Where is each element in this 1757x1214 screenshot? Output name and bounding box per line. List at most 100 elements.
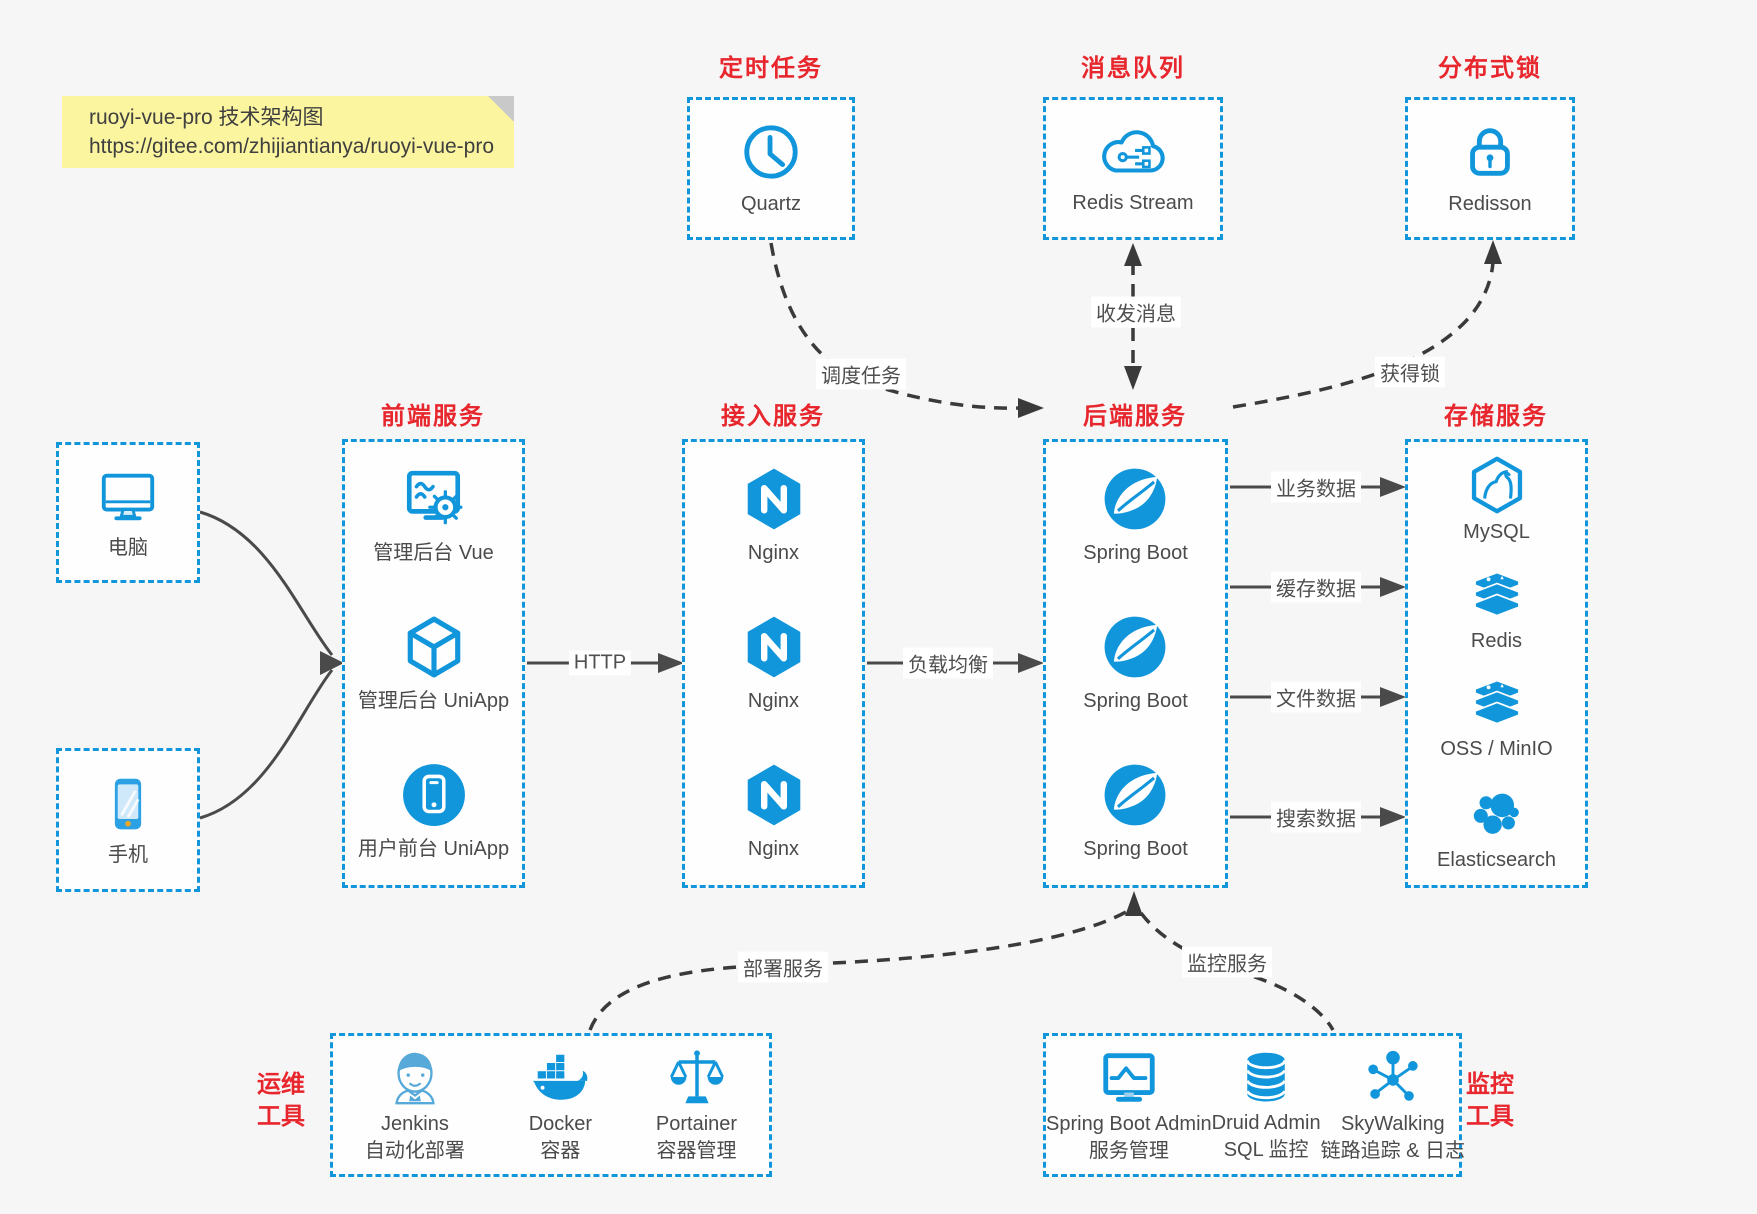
node-label: 管理后台 Vue (373, 542, 494, 565)
node-label: Nginx (747, 837, 800, 860)
side-label-line2: 工具 (257, 1103, 305, 1130)
side-label-line1: 运维 (257, 1071, 305, 1098)
node-label: Spring Boot (1083, 837, 1188, 860)
edge-label-acquire-lock: 获得锁 (1375, 356, 1445, 388)
title-storage-services: 存储服务 (1444, 403, 1548, 430)
node-admin-vue: 管理后台 Vue (373, 466, 494, 565)
node-pc: 电脑 (97, 465, 159, 560)
title-frontend-services: 前端服务 (381, 403, 485, 430)
druid-icon (1236, 1048, 1296, 1108)
node-nginx-3: Nginx (741, 762, 807, 861)
lock-icon (1459, 121, 1521, 183)
node-label: Elasticsearch (1437, 849, 1556, 872)
node-admin-uniapp: 管理后台 UniApp (358, 614, 509, 713)
skywalking-icon (1362, 1047, 1424, 1109)
edge-label-deploy: 部署服务 (738, 951, 828, 983)
tool-label: Portainer (655, 1113, 738, 1135)
pc-to-frontend-curve (199, 510, 334, 656)
tool-sublabel: 链路追踪 & 日志 (1320, 1140, 1466, 1162)
solid-arrowheads (320, 477, 1406, 827)
node-label: Redis Stream (1072, 192, 1194, 214)
note-fold-corner (488, 96, 514, 122)
node-label: Spring Boot (1083, 689, 1188, 712)
node-label: 手机 (108, 843, 148, 866)
note-title: ruoyi-vue-pro 技术架构图 (89, 106, 324, 129)
docker-icon (529, 1047, 591, 1109)
note-url: https://gitee.com/zhijiantianya/ruoyi-vu… (89, 135, 495, 158)
node-druid-admin: Druid Admin SQL 监控 (1212, 1048, 1321, 1162)
edge-label-cache-data: 缓存数据 (1271, 571, 1361, 603)
cloud-stream-icon (1096, 122, 1170, 182)
node-redis: Redis (1468, 570, 1526, 653)
node-label: Nginx (747, 542, 800, 565)
spring-boot-icon (1102, 466, 1168, 532)
box-client-pc: 电脑 (56, 442, 200, 583)
side-label-line1: 监控 (1466, 1071, 1514, 1098)
jenkins-icon (384, 1047, 446, 1109)
tool-label: Jenkins (381, 1113, 449, 1135)
tool-sublabel: 自动化部署 (364, 1140, 465, 1162)
clock-icon (740, 121, 802, 183)
user-app-icon (401, 762, 467, 828)
title-distributed-lock: 分布式锁 (1438, 55, 1542, 82)
edge-label-schedule-task: 调度任务 (816, 358, 906, 390)
node-label: Quartz (740, 193, 802, 215)
edge-label-search-data: 搜索数据 (1271, 801, 1361, 833)
edge-label-message: 收发消息 (1091, 296, 1181, 328)
box-client-phone: 手机 (56, 748, 200, 892)
nginx-icon (741, 466, 807, 532)
node-phone: 手机 (98, 774, 158, 867)
node-redisson: Redisson (1448, 121, 1532, 216)
node-nginx-2: Nginx (741, 614, 807, 713)
tool-label: SkyWalking (1340, 1113, 1445, 1135)
sticky-note: ruoyi-vue-pro 技术架构图 https://gitee.com/zh… (62, 96, 514, 168)
side-label-ops-tools: 运维 工具 (231, 1069, 331, 1133)
title-backend-services: 后端服务 (1083, 403, 1187, 430)
title-message-queue: 消息队列 (1081, 55, 1185, 82)
portainer-icon (666, 1047, 728, 1109)
mysql-icon (1467, 455, 1527, 515)
spring-boot-icon (1102, 614, 1168, 680)
node-label: 用户前台 UniApp (357, 837, 510, 860)
mobile-icon (98, 774, 158, 834)
node-redis-stream: Redis Stream (1072, 122, 1194, 215)
monitor-curve (1139, 911, 1335, 1031)
nginx-icon (741, 762, 807, 828)
node-docker: Docker 容器 (529, 1047, 592, 1163)
tool-label: Spring Boot Admin (1046, 1113, 1212, 1135)
node-label: OSS / MinIO (1440, 738, 1553, 761)
redis-icon (1468, 570, 1526, 624)
oss-minio-icon (1468, 678, 1526, 732)
tool-sublabel: 服务管理 (1088, 1140, 1169, 1162)
title-access-services: 接入服务 (721, 403, 825, 430)
node-label: 电脑 (108, 537, 148, 559)
node-label: Redisson (1448, 193, 1532, 215)
box-ops-tools: Jenkins 自动化部署 Docker 容器 Portainer 容器管理 (330, 1033, 772, 1177)
edge-label-load-balance: 负载均衡 (903, 647, 993, 679)
node-spring-boot-1: Spring Boot (1083, 466, 1188, 565)
edge-label-business-data: 业务数据 (1271, 471, 1361, 503)
node-user-uniapp: 用户前台 UniApp (358, 762, 509, 861)
tool-label: Druid Admin (1211, 1112, 1321, 1134)
node-label: 管理后台 UniApp (357, 689, 510, 712)
node-quartz: Quartz (740, 121, 802, 216)
spring-boot-icon (1102, 762, 1168, 828)
node-jenkins: Jenkins 自动化部署 (365, 1047, 465, 1163)
box-access-services: Nginx Nginx Nginx (682, 439, 865, 888)
node-label: Spring Boot (1083, 542, 1188, 565)
box-scheduled-task: Quartz (687, 97, 855, 240)
deploy-curve (588, 910, 1127, 1031)
node-portainer: Portainer 容器管理 (656, 1047, 737, 1163)
admin-vue-icon (401, 466, 467, 532)
node-nginx-1: Nginx (741, 466, 807, 565)
tool-label: Docker (528, 1113, 593, 1135)
title-scheduled-task: 定时任务 (719, 55, 823, 82)
tool-sublabel: 容器 (540, 1140, 581, 1162)
node-spring-boot-3: Spring Boot (1083, 762, 1188, 861)
node-spring-boot-2: Spring Boot (1083, 614, 1188, 713)
node-label: Nginx (747, 689, 800, 712)
node-oss-minio: OSS / MinIO (1440, 678, 1553, 761)
box-message-queue: Redis Stream (1043, 97, 1223, 240)
nginx-icon (741, 614, 807, 680)
